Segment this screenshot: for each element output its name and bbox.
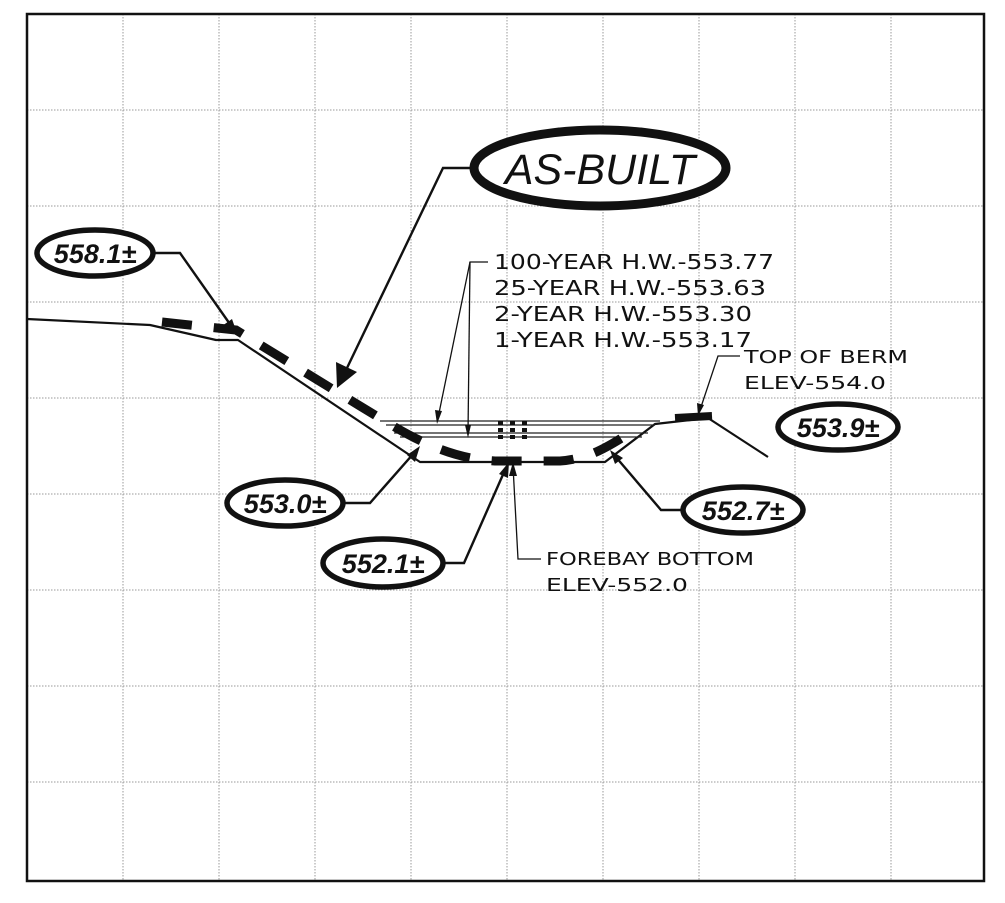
drawing-border xyxy=(25,12,986,883)
water-level-leaders xyxy=(435,261,488,438)
water-level-2-year: 2-YEAR H.W.-553.30 xyxy=(494,302,752,326)
centerline-dots xyxy=(498,421,527,439)
elev-bottom: 552.1± xyxy=(342,549,425,579)
elev-bottom-arrowhead xyxy=(499,462,509,478)
elev-right-toe-leader xyxy=(614,455,685,512)
elev-left-toe-arrowhead xyxy=(407,446,420,462)
elev-left-toe: 553.0± xyxy=(244,489,327,519)
water-level-1-year: 1-YEAR H.W.-553.17 xyxy=(494,328,752,352)
elev-left-top-arrowhead xyxy=(222,319,238,336)
high-water-lines xyxy=(380,420,660,438)
as-built-stamp-ellipse xyxy=(469,125,731,211)
water-level-25-year: 25-YEAR H.W.-553.63 xyxy=(494,276,766,300)
elev-left-top: 558.1± xyxy=(54,239,137,269)
elev-bottom-leader xyxy=(442,469,507,565)
elev-left-top-leader xyxy=(152,251,233,328)
as-built-arrowhead xyxy=(336,362,357,388)
elev-left-top-ellipse xyxy=(34,227,156,279)
forebay-leader xyxy=(512,465,541,560)
berm-leader xyxy=(699,355,740,411)
forebay-note-line2: ELEV-552.0 xyxy=(546,575,688,596)
as-built-leader xyxy=(345,166,472,369)
berm-arrowhead xyxy=(697,403,704,416)
elev-right-toe-arrowhead xyxy=(610,450,623,464)
elev-right-berm-ellipse xyxy=(775,401,901,453)
elev-left-toe-leader xyxy=(342,452,415,505)
as-built-stamp: AS-BUILT xyxy=(502,146,698,194)
elev-right-toe-ellipse xyxy=(680,484,806,536)
forebay-arrowhead xyxy=(509,462,517,476)
water-level-100-year: 100-YEAR H.W.-553.77 xyxy=(494,250,774,274)
elev-right-toe: 552.7± xyxy=(702,496,785,526)
forebay-note-line1: FOREBAY BOTTOM xyxy=(546,549,754,570)
elev-bottom-ellipse xyxy=(320,536,446,590)
water-level-notes: 100-YEAR H.W.-553.77 25-YEAR H.W.-553.63… xyxy=(494,250,774,352)
berm-note-line1: TOP OF BERM xyxy=(743,347,908,368)
berm-note-line2: ELEV-554.0 xyxy=(744,373,886,394)
as-built-profile xyxy=(161,317,628,466)
elev-left-toe-ellipse xyxy=(224,477,346,529)
as-built-berm-segment xyxy=(674,412,713,422)
elev-right-berm: 553.9± xyxy=(797,413,880,443)
